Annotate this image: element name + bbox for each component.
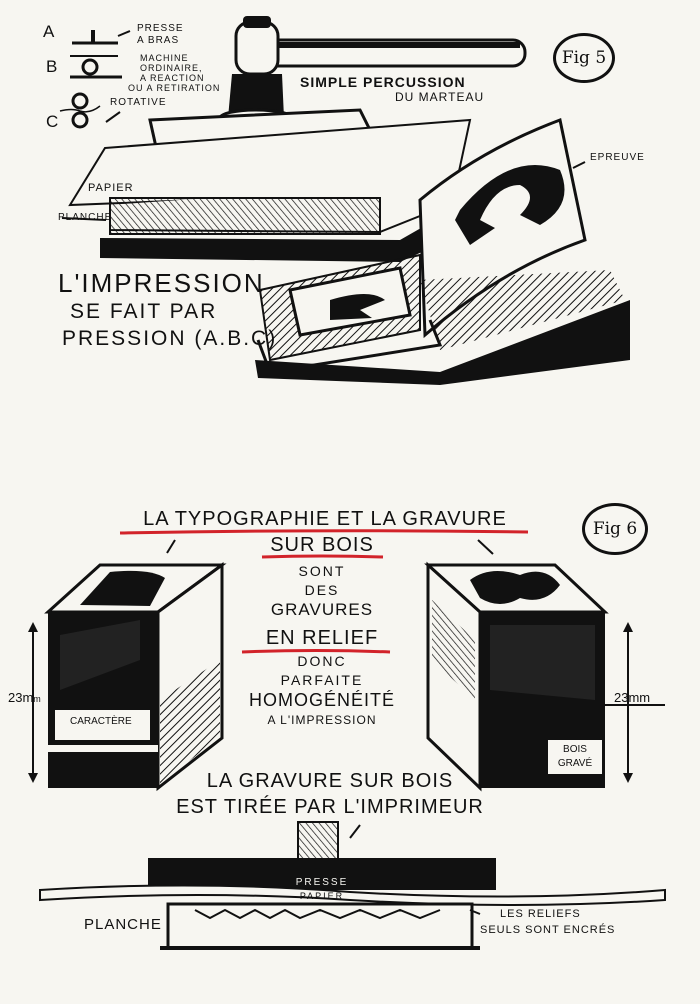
- type-character-block: [28, 562, 227, 792]
- fig6-line8: PARFAITE: [280, 672, 364, 688]
- legend-a-line2: A BRAS: [137, 35, 180, 46]
- fig5-arrows: [61, 161, 586, 221]
- bois-label-line1: BOIS: [563, 744, 587, 755]
- legend-symbol-machine-ordinaire: [70, 55, 122, 79]
- legend-a-line1: PRESSE: [137, 23, 184, 34]
- legend-b-line2: ORDINAIRE,: [140, 63, 203, 73]
- fig6-badge-label: Fig 6: [592, 519, 638, 539]
- fig6-line5: GRAVURES: [270, 600, 374, 619]
- reliefs-line2: SEULS SONT ENCRÉS: [480, 924, 616, 936]
- epreuve-label: EPREUVE: [590, 152, 645, 163]
- fig5-badge: Fig 5: [553, 33, 615, 83]
- fig6-line4: DES: [304, 582, 340, 598]
- legend-b-line1: MACHINE: [140, 53, 189, 63]
- legend-letter-c: C: [46, 112, 60, 131]
- fig6-line2: SUR BOIS: [270, 534, 374, 556]
- arrow-to-caractere: [166, 539, 176, 554]
- fig5-badge-label: Fig 5: [561, 48, 607, 68]
- left-dimension-value: 23m: [8, 690, 34, 705]
- red-underlines: [119, 529, 529, 654]
- legend-symbol-rotative: [59, 92, 121, 129]
- fig6-line10: A L'IMPRESSION: [267, 713, 377, 727]
- legend-b-line4: OU A RETIRATION: [128, 83, 221, 93]
- fig5-title-line1: L'IMPRESSION: [58, 268, 265, 298]
- legend-c-line1: ROTATIVE: [110, 97, 167, 108]
- planche-label: PLANCHE: [58, 212, 113, 223]
- percussion-line2: DU MARTEAU: [395, 90, 485, 104]
- legend-symbol-presse-a-bras: [72, 30, 131, 45]
- papier-label: PAPIER: [88, 182, 134, 194]
- left-dimension: 23mm: [8, 690, 41, 705]
- fig6-line1: LA TYPOGRAPHIE ET LA GRAVURE: [143, 508, 507, 530]
- fig5-title-line2: SE FAIT PAR: [70, 300, 218, 323]
- bottom-line1: LA GRAVURE SUR BOIS: [206, 770, 454, 792]
- caractere-label: CARACTÈRE: [70, 716, 132, 727]
- bois-label-line2: GRAVÉ: [557, 758, 593, 769]
- paper-sheet-drawing: [68, 118, 472, 262]
- legend-letter-a: A: [43, 22, 56, 41]
- reliefs-line1: LES RELIEFS: [500, 908, 581, 920]
- fig5-title-line3: PRESSION (A.B.C): [62, 327, 278, 350]
- wood-block: [424, 561, 665, 792]
- legend-b-line3: A REACTION: [140, 73, 205, 83]
- planche-bottom-label: PLANCHE: [84, 916, 162, 933]
- percussion-line1: SIMPLE PERCUSSION: [300, 74, 466, 90]
- fig6-line6: EN RELIEF: [265, 627, 379, 649]
- right-dimension: 23mm: [614, 690, 651, 705]
- press-diagram: [39, 821, 666, 950]
- arrow-to-bois: [477, 539, 494, 555]
- papier-bottom-label: PAPIER: [299, 891, 345, 901]
- presse-label: PRESSE: [295, 877, 349, 888]
- fig6-badge: Fig 6: [582, 503, 648, 555]
- fig6-line9: HOMOGÉNÉITÉ: [248, 690, 395, 710]
- legend-letter-b: B: [46, 57, 59, 76]
- bottom-line2: EST TIRÉE PAR L'IMPRIMEUR: [176, 796, 484, 818]
- printed-proof-drawing: [255, 117, 630, 385]
- fig6-line3: SONT: [298, 563, 346, 579]
- fig6-line7: DONC: [297, 653, 347, 669]
- left-dimension-unit: m: [33, 694, 41, 704]
